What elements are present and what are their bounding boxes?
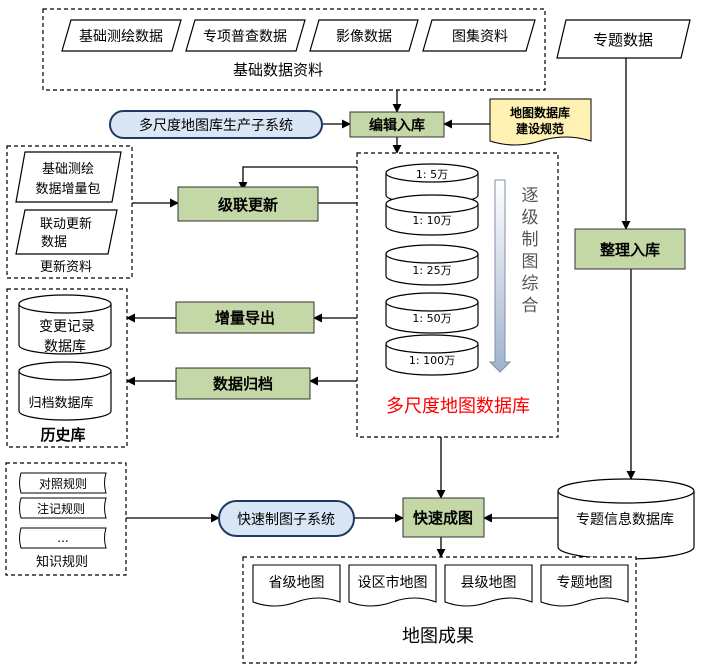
- update-item-label: 数据增量包: [35, 182, 100, 197]
- basic-item-surveying[interactable]: 基础测绘数据: [61, 19, 182, 52]
- scale-cylinders: 1: 5万 1: 10万 1: 25万 1: 50万 1: 100万: [385, 163, 479, 376]
- history-library-title: 历史库: [40, 426, 85, 444]
- organize-store-button[interactable]: 整理入库: [574, 228, 686, 270]
- scale-db-label: 1: 50万: [412, 312, 451, 325]
- generalization-char: 制: [522, 230, 539, 250]
- result-doc[interactable]: 县级地图: [444, 564, 533, 607]
- knowledge-rules-group: 对照规则 注记规则 ... 知识规则: [5, 462, 127, 576]
- generalization-char: 逐: [522, 186, 539, 206]
- scale-db-label: 1: 10万: [412, 214, 451, 227]
- increment-export-label: 增量导出: [215, 309, 275, 327]
- basic-item-imagery[interactable]: 影像数据: [309, 19, 419, 52]
- archive-db[interactable]: 归档数据库: [18, 361, 112, 421]
- result-doc-label: 县级地图: [461, 575, 517, 591]
- increment-export-button[interactable]: 增量导出: [175, 301, 315, 334]
- knowledge-rules-title: 知识规则: [36, 554, 88, 570]
- generalization-char: 合: [522, 296, 539, 316]
- thematic-data-node[interactable]: 专题数据: [556, 19, 691, 59]
- spec-line1: 地图数据库: [510, 105, 570, 120]
- spec-document[interactable]: 地图数据库 建设规范: [489, 98, 592, 146]
- quick-mapping-subsystem[interactable]: 快速制图子系统: [218, 500, 355, 537]
- quick-mapping-subsystem-label: 快速制图子系统: [237, 512, 335, 528]
- update-materials-group: 基础测绘 数据增量包 联动更新 数据 更新资料: [6, 145, 133, 279]
- result-doc-label: 省级地图: [269, 575, 325, 591]
- generalization-arrow: [488, 179, 512, 373]
- production-subsystem[interactable]: 多尺度地图库生产子系统: [109, 110, 323, 139]
- result-docs: 省级地图 设区市地图 县级地图 专题地图: [252, 564, 629, 607]
- scale-db-cylinder[interactable]: 1: 50万: [385, 292, 479, 334]
- rule-item-label: ...: [57, 531, 68, 545]
- edit-store-button[interactable]: 编辑入库: [349, 111, 445, 138]
- data-archive-label: 数据归档: [213, 375, 273, 393]
- organize-store-label: 整理入库: [600, 241, 660, 259]
- quick-map-button[interactable]: 快速成图: [402, 497, 485, 538]
- multiscale-db-title: 多尺度地图数据库: [386, 396, 530, 417]
- basic-item-label: 图集资料: [452, 28, 508, 45]
- result-doc-label: 设区市地图: [358, 574, 428, 591]
- result-doc[interactable]: 专题地图: [540, 564, 629, 607]
- basic-data-group: 基础测绘数据 专项普查数据 影像数据 图集资料 基础数据资料: [42, 8, 546, 91]
- rule-item-label: 注记规则: [37, 501, 85, 516]
- thematic-data-label: 专题数据: [593, 31, 653, 49]
- basic-data-title: 基础数据资料: [233, 61, 323, 79]
- map-results-title: 地图成果: [402, 626, 474, 647]
- scale-db-cylinder[interactable]: 1: 10万: [385, 194, 479, 236]
- basic-item-label: 专项普查数据: [203, 29, 287, 45]
- result-doc[interactable]: 设区市地图: [348, 564, 437, 607]
- rule-item-annotation[interactable]: 注记规则: [19, 497, 107, 519]
- history-library-group: 变更记录 数据库 归档数据库 历史库: [6, 288, 128, 448]
- scale-db-label: 1: 25万: [412, 264, 451, 277]
- rule-item-mapping[interactable]: 对照规则: [19, 472, 107, 494]
- thematic-info-db[interactable]: 专题信息数据库: [557, 478, 695, 560]
- change-record-db-label: 数据库: [44, 339, 86, 355]
- cascade-update-button[interactable]: 级联更新: [177, 186, 319, 222]
- thematic-info-db-label: 专题信息数据库: [576, 511, 674, 528]
- update-item-label: 联动更新: [40, 216, 92, 232]
- update-item-increment[interactable]: 基础测绘 数据增量包: [15, 151, 122, 203]
- scale-db-cylinder[interactable]: 1: 100万: [385, 334, 479, 376]
- rule-item-more[interactable]: ...: [19, 527, 107, 549]
- archive-db-label: 归档数据库: [28, 395, 93, 411]
- change-record-db-label: 变更记录: [39, 319, 95, 335]
- generalization-char: 级: [522, 208, 539, 228]
- result-doc-label: 专题地图: [557, 575, 613, 591]
- update-materials-title: 更新资料: [40, 259, 92, 275]
- update-item-linked[interactable]: 联动更新 数据: [15, 209, 118, 255]
- generalization-char: 图: [522, 252, 539, 272]
- basic-item-label: 影像数据: [336, 29, 392, 45]
- scale-db-label: 1: 100万: [409, 354, 455, 367]
- data-archive-button[interactable]: 数据归档: [175, 367, 311, 400]
- map-results-group: 省级地图 设区市地图 县级地图 专题地图 地图成果: [242, 556, 637, 664]
- cascade-update-label: 级联更新: [218, 196, 278, 214]
- basic-item-label: 基础测绘数据: [79, 28, 163, 45]
- spec-line2: 建设规范: [515, 121, 564, 136]
- edit-store-label: 编辑入库: [369, 117, 425, 134]
- quick-map-label: 快速成图: [413, 509, 473, 527]
- update-item-label: 基础测绘: [42, 162, 94, 177]
- change-record-db[interactable]: 变更记录 数据库: [18, 294, 112, 355]
- connectors: [126, 58, 636, 558]
- production-subsystem-label: 多尺度地图库生产子系统: [139, 117, 293, 134]
- basic-item-census[interactable]: 专项普查数据: [185, 19, 306, 52]
- update-item-label: 数据: [41, 235, 67, 250]
- result-doc[interactable]: 省级地图: [252, 564, 341, 607]
- scale-db-label: 1: 5万: [416, 168, 448, 181]
- generalization-char: 综: [522, 274, 539, 294]
- scale-db-cylinder[interactable]: 1: 25万: [385, 244, 479, 286]
- basic-item-atlas[interactable]: 图集资料: [422, 19, 536, 52]
- rule-item-label: 对照规则: [39, 476, 87, 491]
